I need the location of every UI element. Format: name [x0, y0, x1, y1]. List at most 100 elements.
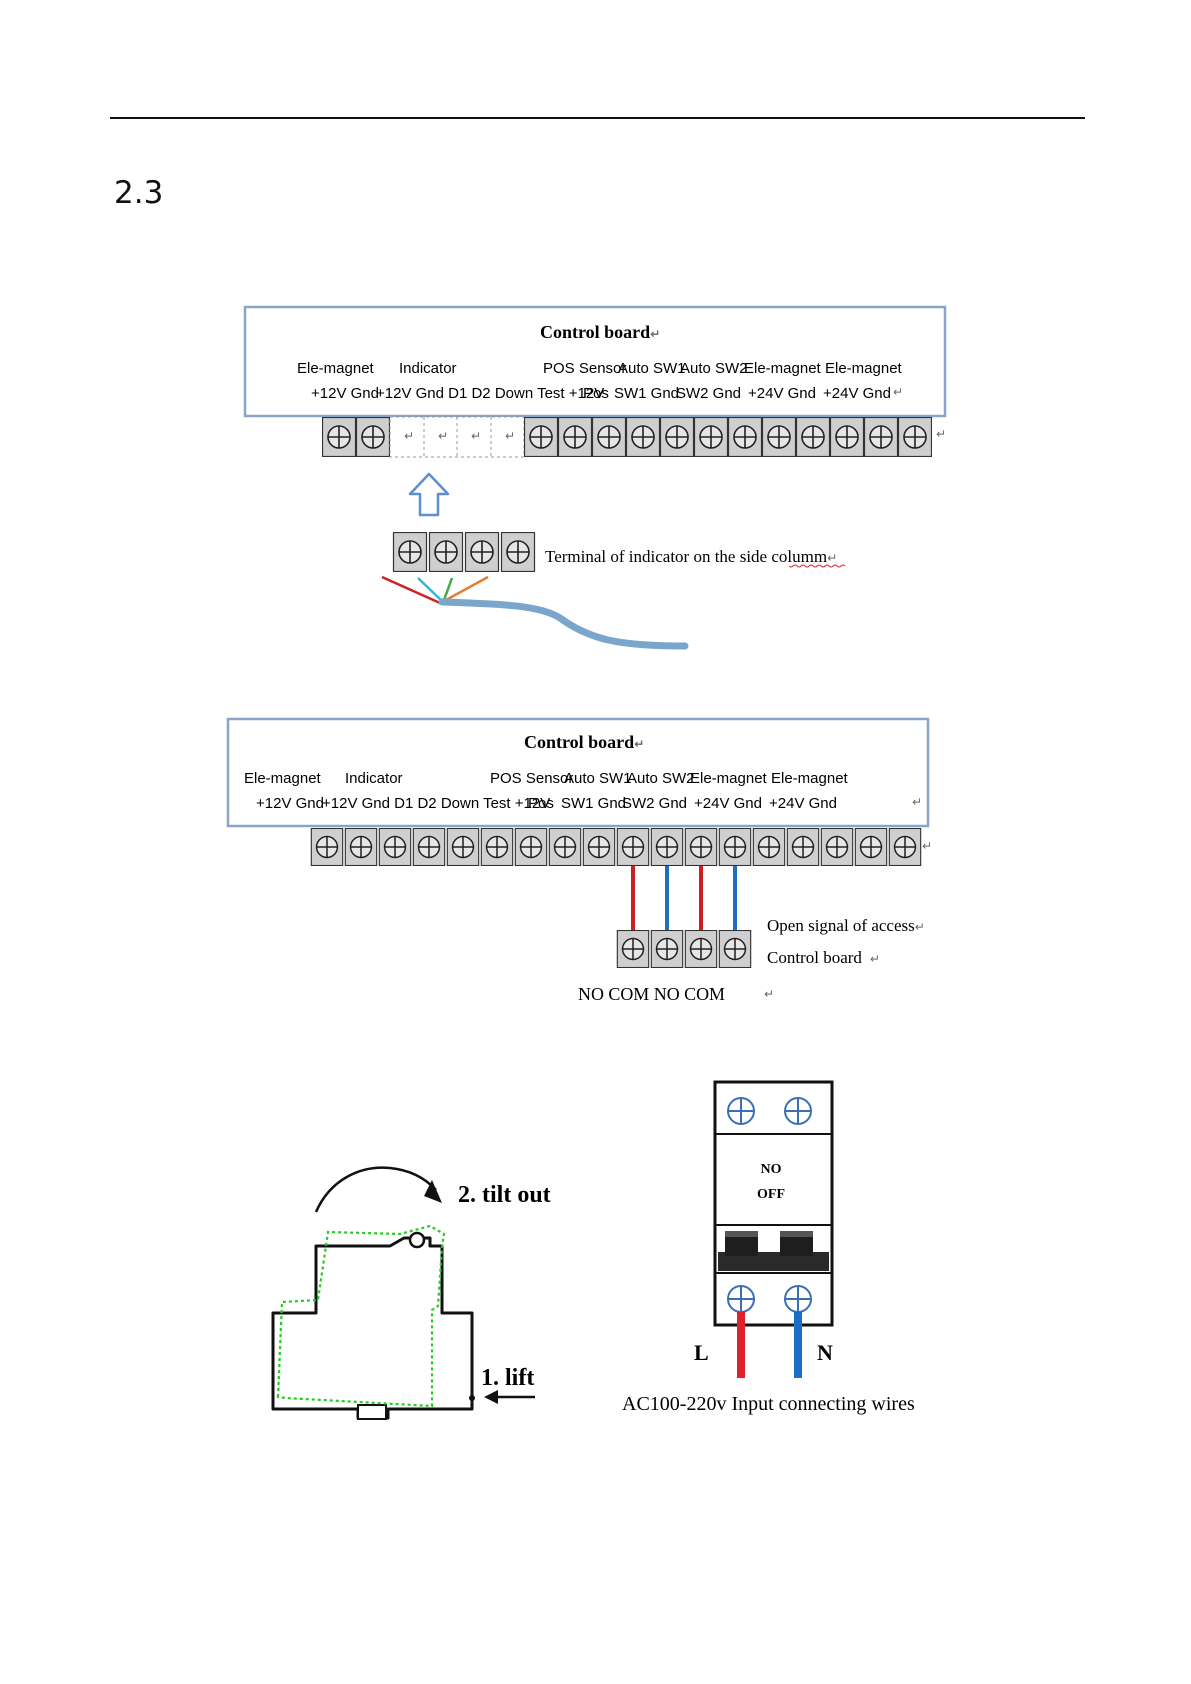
terminal-screw — [392, 532, 428, 572]
arrowhead — [424, 1180, 442, 1203]
pin-label: +12V Gnd D1 D2 Down Test +12V — [322, 795, 550, 812]
group-label: Auto SW1 — [564, 770, 632, 787]
group-label: Ele-magnet — [771, 770, 849, 787]
terminal-screw — [830, 417, 864, 457]
lift-label: 1. lift — [481, 1365, 534, 1391]
terminal-screw — [650, 828, 684, 866]
tilted-outline — [276, 1224, 446, 1408]
terminal-screw — [616, 930, 650, 968]
group-label: Auto SW2 — [627, 770, 695, 787]
terminal-screw — [694, 417, 728, 457]
svg-text:↵: ↵ — [505, 429, 515, 443]
wire-green — [442, 577, 454, 601]
relay-label: Open signal of access↵ — [767, 916, 925, 935]
diagram-2: Control board↵ Ele-magnet Indicator POS … — [226, 717, 932, 1004]
terminal-screw — [650, 930, 684, 968]
terminal-screw — [888, 828, 922, 866]
diagram-1: Control board↵ Ele-magnet Indicator POS … — [243, 305, 947, 650]
pin-label: +12V Gnd D1 D2 Down Test +12V — [376, 385, 604, 402]
terminal-screw — [464, 532, 500, 572]
pin-label: +24V Gnd — [694, 795, 762, 812]
terminal-screw — [864, 417, 898, 457]
group-label: Ele-magnet — [744, 360, 822, 377]
control-board-box — [226, 717, 930, 828]
terminal-screw — [718, 930, 752, 968]
terminal-screw — [322, 417, 356, 457]
input-label: AC100-220v Input connecting wires — [622, 1393, 915, 1415]
terminal-screw — [500, 532, 536, 572]
terminal-screw — [898, 417, 932, 457]
wire-red — [381, 575, 441, 605]
svg-text:↵: ↵ — [471, 429, 481, 443]
terminal-screw — [660, 417, 694, 457]
group-label: Auto SW2 — [680, 360, 748, 377]
terminal-screw — [718, 828, 752, 866]
terminal-screw — [558, 417, 592, 457]
control-board-box — [243, 305, 947, 418]
pin-label: +24V Gnd — [748, 385, 816, 402]
terminal-screw — [626, 417, 660, 457]
pin-label: +24V Gnd — [823, 385, 891, 402]
live-label: L — [694, 1340, 709, 1365]
control-board-title: Control board↵ — [524, 732, 644, 752]
terminal-screw — [796, 417, 830, 457]
empty-indicator-slots: ↵ ↵ ↵ ↵ — [389, 416, 525, 458]
spellcheck-underline — [788, 564, 846, 568]
terminal-screw — [592, 417, 626, 457]
diagram-3: 2. tilt out 1. lift NO OFF — [271, 1080, 915, 1420]
rail-clip — [357, 1404, 387, 1420]
terminal-screw — [412, 828, 446, 866]
pin-label: Pos — [528, 795, 554, 812]
group-label: Ele-magnet — [297, 360, 375, 377]
terminal-screw — [684, 930, 718, 968]
relay-label: Control board↵ — [767, 948, 880, 967]
tilt-label: 2. tilt out — [458, 1182, 551, 1208]
pin-label: SW2 Gnd — [622, 795, 687, 812]
lift-point — [469, 1395, 475, 1401]
terminal-screw — [752, 828, 786, 866]
neutral-label: N — [817, 1340, 833, 1365]
arrowhead — [484, 1390, 498, 1404]
terminal-screw — [428, 532, 464, 572]
cable — [438, 598, 689, 650]
return-mark: ↵ — [764, 987, 774, 1001]
group-label: Auto SW1 — [618, 360, 686, 377]
terminal-screw — [524, 417, 558, 457]
control-board-title: Control board↵ — [540, 322, 660, 342]
terminal-screw — [514, 828, 548, 866]
terminal-screw — [446, 828, 480, 866]
group-label: Indicator — [345, 770, 403, 787]
indicator-terminal-label: Terminal of indicator on the side columm… — [545, 547, 837, 566]
group-label: Ele-magnet — [690, 770, 768, 787]
terminal-screw — [378, 828, 412, 866]
terminal-screw — [356, 417, 390, 457]
return-mark: ↵ — [922, 839, 932, 853]
wire-orange — [445, 575, 489, 602]
terminal-screw — [548, 828, 582, 866]
terminal-screw — [684, 828, 718, 866]
pivot-icon — [408, 1231, 426, 1249]
group-label: Ele-magnet — [244, 770, 322, 787]
pin-label: +12V Gnd — [256, 795, 324, 812]
return-mark: ↵ — [936, 427, 946, 441]
terminal-screw — [728, 417, 762, 457]
terminal-screw — [310, 828, 344, 866]
return-mark: ↵ — [912, 795, 922, 809]
terminal-screw — [854, 828, 888, 866]
pin-label: +24V Gnd — [769, 795, 837, 812]
pin-label: SW1 Gnd — [614, 385, 679, 402]
breaker-state-off: OFF — [757, 1187, 785, 1202]
up-arrow-icon — [408, 472, 450, 517]
terminal-screw — [344, 828, 378, 866]
pin-label: SW2 Gnd — [676, 385, 741, 402]
pin-label: SW1 Gnd — [561, 795, 626, 812]
header-rule — [110, 117, 1085, 119]
breaker-state-on: NO — [761, 1162, 782, 1177]
section-number: 2.3 — [114, 175, 164, 211]
terminal-screw — [786, 828, 820, 866]
group-label: Ele-magnet — [825, 360, 903, 377]
svg-text:↵: ↵ — [404, 429, 414, 443]
group-label: POS Sensor — [543, 360, 626, 377]
terminal-screw — [820, 828, 854, 866]
